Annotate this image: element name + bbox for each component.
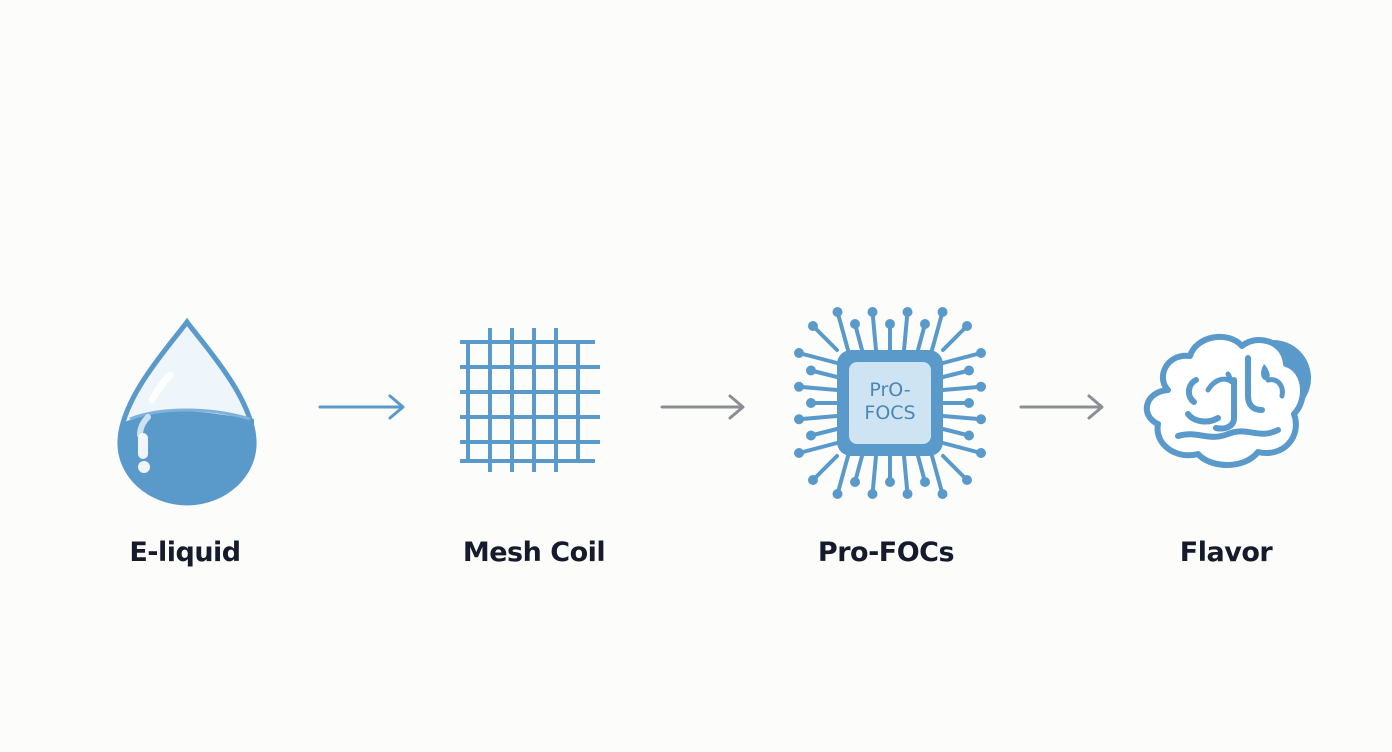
step-label-flavor: Flavor xyxy=(1179,537,1273,568)
chip-trace-pad xyxy=(794,381,804,392)
cloud-icon xyxy=(1143,334,1311,468)
chip-trace-pad xyxy=(962,321,972,331)
chip-trace-pad xyxy=(976,414,986,425)
arrow-right-icon xyxy=(318,394,405,420)
chip-trace-pad xyxy=(937,307,948,317)
step-label-mesh-coil: Mesh Coil xyxy=(462,537,606,568)
chip-trace-pad xyxy=(976,448,986,458)
chip-trace-pad xyxy=(964,430,974,441)
chip-trace xyxy=(941,384,983,392)
chip-trace-pad xyxy=(806,430,816,441)
chip-trace-pad xyxy=(867,307,878,317)
chip-trace-pad xyxy=(832,307,843,317)
chip-trace xyxy=(902,454,910,496)
arrow-right-icon xyxy=(1019,394,1104,420)
step-label-pro-focs: Pro-FOCs xyxy=(817,537,955,568)
chip-trace xyxy=(797,441,839,455)
chip-trace-pad xyxy=(850,477,860,487)
chip-trace-pad xyxy=(806,398,816,408)
chip-trace-pad xyxy=(832,489,843,499)
droplet-icon xyxy=(117,317,257,506)
chip-trace-pad xyxy=(964,398,974,408)
chip-trace xyxy=(941,454,969,482)
chip-trace-pad xyxy=(885,319,895,329)
chip-trace-pad xyxy=(976,381,986,392)
chip-trace-pad xyxy=(794,448,804,458)
chip-trace-pad xyxy=(964,365,974,376)
mesh-grid-icon xyxy=(460,328,600,472)
chip-text-line2: FOCS xyxy=(864,402,915,424)
chip-trace xyxy=(930,310,945,352)
chip-trace-pad xyxy=(920,319,930,329)
chip-trace-pad xyxy=(902,307,913,317)
chip-trace xyxy=(941,441,983,455)
chip-trace xyxy=(941,324,969,352)
chip-trace xyxy=(797,351,839,365)
chip-text-line1: PrO- xyxy=(869,379,910,401)
step-label-e-liquid: E-liquid xyxy=(129,537,241,568)
chip-trace-pad xyxy=(885,477,895,487)
chip-trace-pad xyxy=(794,414,804,425)
chip-trace-pad xyxy=(902,489,913,499)
chip-trace-pad xyxy=(867,489,878,499)
chip-trace xyxy=(941,351,983,365)
chip-trace xyxy=(797,414,839,422)
chip-trace-pad xyxy=(962,475,972,485)
chip-trace-pad xyxy=(808,321,818,331)
arrow-right-icon xyxy=(660,394,745,420)
chip-trace-pad xyxy=(850,319,860,329)
chip-trace xyxy=(870,454,878,496)
chip-trace-pad xyxy=(920,477,930,487)
chip-trace xyxy=(797,384,839,392)
chip-icon: PrO- FOCS xyxy=(794,307,986,499)
chip-trace xyxy=(930,454,945,496)
chip-trace-pad xyxy=(808,475,818,485)
chip-trace xyxy=(941,414,983,422)
chip-trace xyxy=(811,324,839,352)
chip-trace-pad xyxy=(937,489,948,499)
chip-trace-pad xyxy=(806,365,816,376)
chip-trace-pad xyxy=(976,348,986,358)
chip-trace xyxy=(835,310,850,352)
chip-trace xyxy=(902,310,910,352)
chip-trace xyxy=(870,310,878,352)
chip-trace xyxy=(835,454,850,496)
chip-trace-pad xyxy=(794,348,804,358)
chip-trace xyxy=(811,454,839,482)
